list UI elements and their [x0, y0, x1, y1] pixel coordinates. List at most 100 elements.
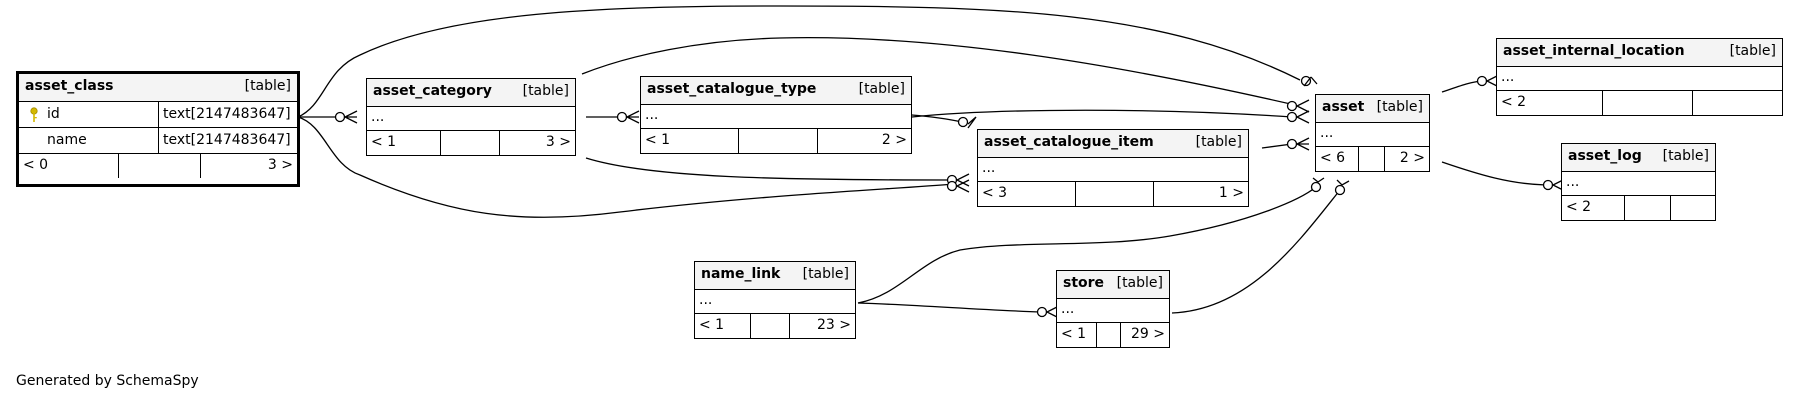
table-name: store [1063, 275, 1105, 291]
parents-count: < 0 [23, 157, 49, 173]
edge-end-circle [1036, 306, 1048, 318]
footer-divider [499, 131, 500, 155]
edge-end-circle [1286, 100, 1298, 112]
children-count: 3 > [267, 157, 293, 173]
footer-divider [1602, 91, 1603, 115]
parents-count: < 2 [1501, 94, 1527, 110]
column-divider [158, 128, 159, 153]
table-asset-log[interactable]: asset_log [table] ... < 2 [1561, 143, 1716, 221]
footer-divider [738, 129, 739, 153]
columns-ellipsis: ... [367, 107, 575, 131]
table-name: asset_category [373, 83, 492, 99]
table-name: name_link [701, 266, 781, 282]
table-footer: < 2 [1562, 196, 1715, 220]
footer-divider [1075, 182, 1076, 206]
footer-divider [440, 131, 441, 155]
crows-foot [1485, 74, 1500, 88]
table-name: asset_catalogue_item [984, 134, 1154, 150]
children-count: 29 > [1131, 326, 1165, 342]
footer-divider [817, 129, 818, 153]
parents-count: < 1 [1061, 326, 1087, 342]
table-name: asset_class [25, 78, 114, 94]
table-name-link[interactable]: name_link [table] ... < 1 23 > [694, 261, 856, 339]
footer-divider [1384, 147, 1385, 171]
parents-count: < 2 [1566, 199, 1592, 215]
footer-divider [1670, 196, 1671, 220]
footer-divider [1624, 196, 1625, 220]
crows-foot [1303, 76, 1318, 87]
table-header: asset_log [table] [1562, 144, 1715, 172]
parents-count: < 3 [982, 185, 1008, 201]
children-count: 1 > [1218, 185, 1244, 201]
footer-divider [1120, 323, 1121, 347]
columns-ellipsis: ... [1497, 67, 1782, 91]
table-header: name_link [table] [695, 262, 855, 290]
crows-foot [625, 110, 640, 124]
table-type: [table] [1376, 99, 1423, 115]
table-asset-category[interactable]: asset_category [table] ... < 1 3 > [366, 78, 576, 156]
table-name: asset_log [1568, 148, 1642, 164]
table-asset-internal-location[interactable]: asset_internal_location [table] ... < 2 [1496, 38, 1783, 116]
edge-end-circle [1476, 75, 1488, 87]
column-name: name [47, 132, 87, 148]
footer-divider [1153, 182, 1154, 206]
edge-asset-category-to-asset-catalogue-item [585, 157, 951, 181]
crows-foot [1045, 305, 1060, 319]
children-count: 2 > [881, 132, 907, 148]
table-footer: < 1 2 > [641, 129, 911, 153]
footer-divider [789, 314, 790, 338]
columns-ellipsis: ... [1562, 172, 1715, 196]
table-header: asset_category [table] [367, 79, 575, 107]
edge-end-circle [1300, 75, 1312, 87]
column-row-id[interactable]: id text[2147483647] [19, 102, 297, 128]
edge-end-circle [957, 116, 969, 128]
table-footer: < 1 29 > [1057, 323, 1169, 347]
table-header: asset_catalogue_item [table] [978, 130, 1248, 158]
table-name: asset [1322, 99, 1365, 115]
table-type: [table] [1662, 148, 1709, 164]
column-datatype: text[2147483647] [163, 132, 291, 148]
edge-asset-catalogue-type-to-asset-catalogue-item [911, 114, 963, 123]
edge-end-circle [1286, 111, 1298, 123]
crows-foot [955, 179, 970, 193]
table-name: asset_internal_location [1503, 43, 1685, 59]
table-name: asset_catalogue_type [647, 81, 817, 97]
table-type: [table] [858, 81, 905, 97]
table-footer: < 1 23 > [695, 314, 855, 338]
table-type: [table] [244, 78, 291, 94]
children-count: 23 > [817, 317, 851, 333]
table-asset-class[interactable]: asset_class [table] id text[2147483647] … [16, 71, 300, 187]
table-header: asset_catalogue_type [table] [641, 77, 911, 105]
table-asset[interactable]: asset [table] ... < 6 2 > [1315, 94, 1430, 172]
column-divider [158, 102, 159, 127]
edge-asset-category-to-asset [581, 37, 1296, 106]
columns-ellipsis: ... [978, 158, 1248, 182]
edge-name-link-to-store [857, 302, 1043, 313]
column-row-name[interactable]: name text[2147483647] [19, 128, 297, 154]
column-datatype: text[2147483647] [163, 106, 291, 122]
footer-divider [200, 154, 201, 178]
crows-foot [955, 173, 970, 187]
table-asset-catalogue-type[interactable]: asset_catalogue_type [table] ... < 1 2 > [640, 76, 912, 154]
edge-end-circle [616, 111, 628, 123]
table-asset-catalogue-item[interactable]: asset_catalogue_item [table] ... < 3 1 > [977, 129, 1249, 207]
column-name: id [47, 106, 60, 122]
edge-asset-class-to-asset [297, 5, 1301, 118]
edge-asset-class-to-asset-catalogue-item [297, 116, 956, 218]
edge-end-circle [1310, 181, 1322, 193]
columns-ellipsis: ... [1316, 123, 1429, 147]
table-footer: < 2 [1497, 91, 1782, 115]
columns-ellipsis: ... [641, 105, 911, 129]
crows-foot [1295, 99, 1310, 113]
edge-name-link-to-asset [857, 186, 1317, 304]
parents-count: < 1 [371, 134, 397, 150]
generated-by-label: Generated by SchemaSpy [16, 373, 199, 389]
table-type: [table] [1116, 275, 1163, 291]
crows-foot [343, 110, 358, 124]
edge-store-to-asset [1171, 189, 1341, 314]
edge-end-circle [1334, 184, 1346, 196]
table-store[interactable]: store [table] ... < 1 29 > [1056, 270, 1170, 348]
footer-divider [750, 314, 751, 338]
table-type: [table] [802, 266, 849, 282]
